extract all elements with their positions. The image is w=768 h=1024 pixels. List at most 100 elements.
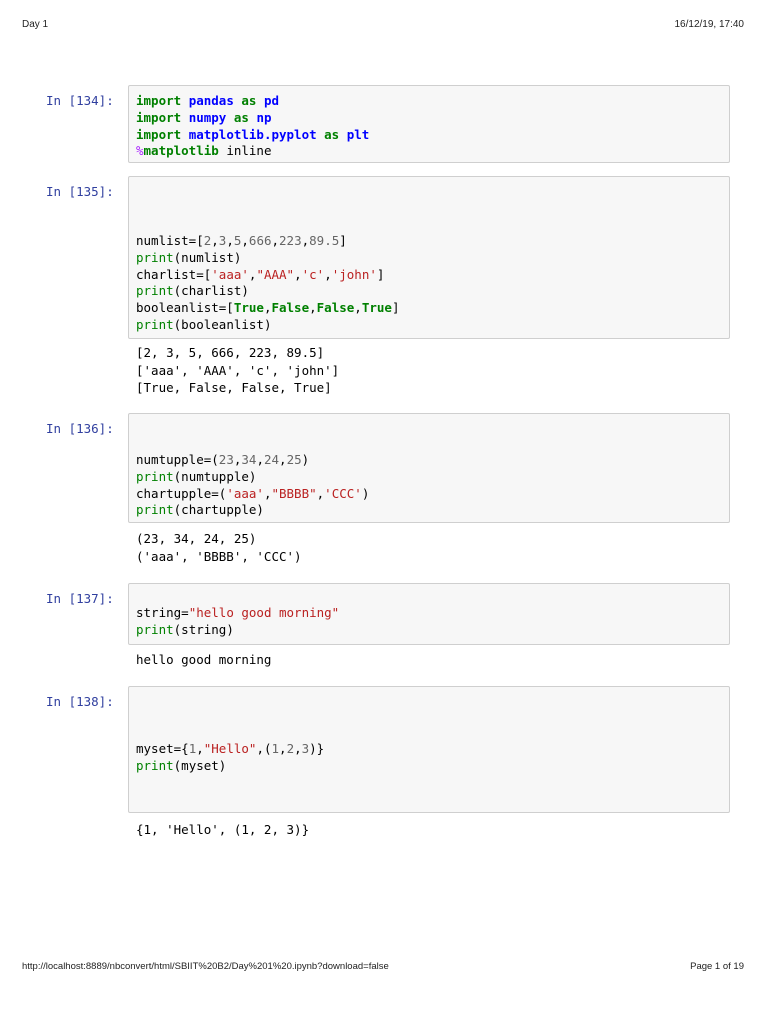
code-token: , xyxy=(279,452,287,467)
code-token: , xyxy=(354,300,362,316)
code-token: , xyxy=(226,233,234,248)
code-token: numtupple=( xyxy=(136,452,219,467)
cell-output: [2, 3, 5, 666, 223, 89.5]['aaa', 'AAA', … xyxy=(136,344,339,397)
output-line: {1, 'Hello', (1, 2, 3)} xyxy=(136,822,310,837)
code-token xyxy=(181,110,189,125)
code-line: print(string) xyxy=(136,622,339,639)
code-token: print xyxy=(136,283,174,299)
code-token: plt xyxy=(346,126,370,142)
code-token: string= xyxy=(136,605,189,620)
code-token: , xyxy=(294,741,302,756)
code-token: 'john' xyxy=(331,266,377,282)
code-token: print xyxy=(136,621,174,637)
code-token: "Hello" xyxy=(203,741,257,756)
code-token: print xyxy=(136,468,174,484)
code-token: 2 xyxy=(286,741,295,756)
page-header-title: Day 1 xyxy=(22,19,49,30)
code-token: 223 xyxy=(279,233,302,248)
cell-prompt: In [135]: xyxy=(46,184,114,199)
code-token: , xyxy=(309,300,317,316)
code-token: ] xyxy=(339,233,347,248)
code-token: (string) xyxy=(173,621,234,637)
code-token: , xyxy=(316,485,325,501)
code-input[interactable]: numtupple=(23,34,24,25)print(numtupple)c… xyxy=(136,452,369,519)
code-line: import pandas as pd xyxy=(136,93,369,110)
code-cell[interactable] xyxy=(128,686,730,813)
code-token: 1 xyxy=(271,741,280,756)
code-token: , xyxy=(263,485,272,501)
code-token: pd xyxy=(263,93,280,108)
output-line: hello good morning xyxy=(136,652,272,667)
code-token: ) xyxy=(301,452,310,467)
code-line: chartupple=('aaa',"BBBB",'CCC') xyxy=(136,486,369,503)
code-token: "AAA" xyxy=(256,266,295,282)
code-token: 'c' xyxy=(301,266,325,282)
code-token: myset={ xyxy=(136,741,189,756)
code-token: 24 xyxy=(263,452,280,467)
code-line: print(chartupple) xyxy=(136,502,369,519)
code-token: )} xyxy=(309,741,325,756)
code-line: print(myset) xyxy=(136,758,324,775)
code-token: 2 xyxy=(203,233,212,248)
code-token: chartupple=( xyxy=(136,485,227,501)
code-token: , xyxy=(248,266,257,282)
code-token: import xyxy=(136,126,182,142)
code-token: 1 xyxy=(188,741,197,756)
code-input[interactable]: numlist=[2,3,5,666,223,89.5]print(numlis… xyxy=(136,233,399,334)
code-token: (chartupple) xyxy=(173,502,264,518)
output-line: ['aaa', 'AAA', 'c', 'john'] xyxy=(136,362,340,378)
cell-prompt: In [136]: xyxy=(46,421,114,436)
code-cell[interactable] xyxy=(128,413,730,523)
code-token xyxy=(339,127,347,142)
code-token: ] xyxy=(376,266,385,282)
code-token: "hello good morning" xyxy=(188,605,340,620)
code-token: import xyxy=(136,93,182,108)
code-token: print xyxy=(136,249,174,265)
code-token: 25 xyxy=(286,452,302,467)
code-token: (charlist) xyxy=(173,283,249,299)
code-token: , xyxy=(211,233,219,248)
code-token: , xyxy=(196,741,204,756)
code-line: print(numlist) xyxy=(136,250,399,267)
code-cell[interactable] xyxy=(128,85,730,163)
output-line: (23, 34, 24, 25) xyxy=(136,531,257,546)
code-token: 3 xyxy=(218,233,227,248)
code-input[interactable]: myset={1,"Hello",(1,2,3)}print(myset) xyxy=(136,741,324,775)
code-line: numlist=[2,3,5,666,223,89.5] xyxy=(136,233,399,250)
code-token: 'CCC' xyxy=(324,485,362,501)
code-token: ] xyxy=(391,300,400,316)
code-token: booleanlist=[ xyxy=(136,300,234,316)
code-token: inline xyxy=(218,143,272,159)
code-token: 23 xyxy=(218,452,234,467)
code-token: , xyxy=(271,233,280,248)
code-token: ,( xyxy=(256,741,272,756)
code-token: as xyxy=(233,109,249,125)
code-token: print xyxy=(136,502,174,518)
page-footer-url[interactable]: http://localhost:8889/nbconvert/html/SBI… xyxy=(22,961,389,972)
cell-prompt: In [138]: xyxy=(46,694,114,709)
code-input[interactable]: string="hello good morning" print(string) xyxy=(136,605,339,639)
cell-output: hello good morning xyxy=(136,651,271,669)
code-token: , xyxy=(233,452,242,467)
code-token xyxy=(226,110,234,125)
code-token: (numlist) xyxy=(173,249,242,265)
output-line: [True, False, False, True] xyxy=(136,380,332,396)
code-cell[interactable] xyxy=(128,583,730,645)
code-line: charlist=['aaa',"AAA",'c','john'] xyxy=(136,267,399,284)
code-line: import numpy as np xyxy=(136,110,369,127)
code-token: True xyxy=(233,300,264,316)
code-token: 666 xyxy=(248,233,272,248)
code-cell[interactable] xyxy=(128,176,730,339)
code-token: , xyxy=(301,233,310,248)
code-token: 5 xyxy=(233,233,242,248)
code-token: , xyxy=(324,266,332,282)
cell-output: (23, 34, 24, 25)('aaa', 'BBBB', 'CCC') xyxy=(136,530,302,565)
code-token: matplotlib xyxy=(143,143,219,159)
code-token: True xyxy=(361,300,392,316)
page-header-datetime: 16/12/19, 17:40 xyxy=(674,19,744,30)
code-token: 89.5 xyxy=(309,233,340,248)
code-token: 34 xyxy=(241,452,257,467)
code-token: (numtupple) xyxy=(173,468,257,484)
code-token: False xyxy=(316,300,355,316)
